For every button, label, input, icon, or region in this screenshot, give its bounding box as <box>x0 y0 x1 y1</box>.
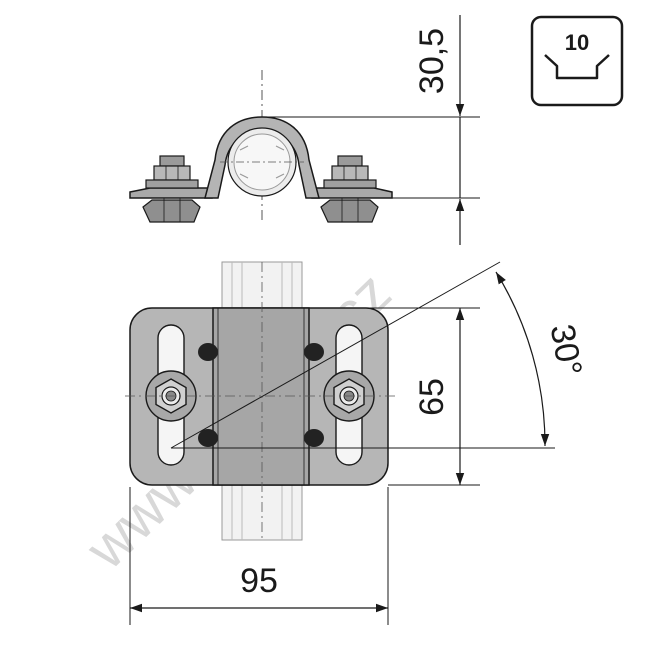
t-slot-icon <box>544 54 610 80</box>
side-view <box>129 70 393 223</box>
dimension-angle: 30° <box>170 261 589 449</box>
dimension-height-front: 65 <box>262 307 480 486</box>
dimension-height-top: 30,5 <box>262 15 480 245</box>
dimension-width: 95 <box>129 487 389 625</box>
dimension-label-65: 65 <box>413 378 451 416</box>
bolt-right <box>320 155 379 223</box>
profile-badge: 10 <box>530 15 624 107</box>
slot-size-label: 10 <box>565 30 589 55</box>
dimension-label-95: 95 <box>240 562 278 600</box>
dimension-label-30-deg: 30° <box>543 321 589 378</box>
dimension-label-30-5: 30,5 <box>413 28 451 94</box>
bolt-left <box>142 155 201 223</box>
